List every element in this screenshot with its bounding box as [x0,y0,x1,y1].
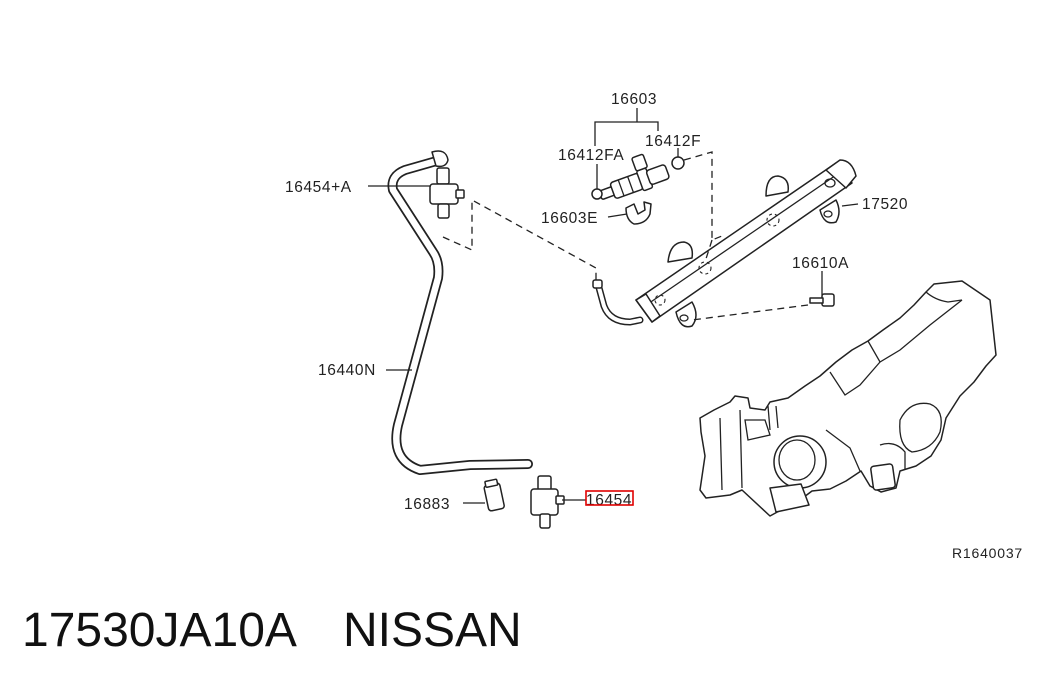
leader-17520 [841,203,859,207]
injector-port-2 [766,213,780,227]
manifold-outline [699,280,997,517]
manifold-boss-lower [879,442,906,470]
manifold-boss-right [899,402,942,453]
label-16883: 16883 [404,496,450,513]
fuel-injector [598,153,670,200]
o-ring-16412f [671,156,685,170]
injector-port-1 [698,261,712,275]
rail-inner-line [641,170,843,309]
valve-top-port [537,475,552,491]
leader-16603 [594,108,659,146]
install-line-bolt [691,304,809,321]
valve-a-bottom-port [437,203,450,219]
intake-manifold [699,280,997,517]
manifold-left-block [719,409,771,491]
label-16610a: 16610A [792,255,849,272]
footer-part-number: 17530JA10A [22,604,297,657]
leader-16603e [607,213,628,218]
label-16454: 16454 [586,492,632,509]
rail-bolt-hole-left [679,314,689,322]
rail-bolt-hole-right [823,210,833,218]
connector-16883 [483,478,505,512]
rail-end-hole [824,178,836,188]
label-17520: 17520 [862,196,908,213]
hose-fill [389,156,532,474]
install-line-injector [683,151,723,241]
rail-inlet-end [635,293,661,323]
footer-brand: NISSAN [343,604,522,657]
hose-elbow-cap [431,150,449,168]
label-16603: 16603 [611,91,657,108]
rail-tab-bottom [675,301,697,328]
bolt-shank [809,297,824,304]
valve-body [530,488,559,516]
rail-end-cap [825,159,857,189]
install-line-port [704,239,713,263]
connector-cap [484,478,499,489]
manifold-ridge-upper [867,299,963,363]
label-16454a: 16454+A [285,179,352,196]
reference-code: R1640037 [952,545,1023,561]
hose-outline [387,155,533,475]
injector-connector [631,153,648,172]
fuel-rail [635,159,857,328]
rail-tab-left [667,241,694,263]
label-16412fa: 16412FA [558,147,624,164]
clip-16603e [625,201,652,225]
label-16412f: 16412F [645,133,701,150]
throttle-flange [769,483,810,513]
label-16603e: 16603E [541,210,598,227]
valve-16454a [429,167,465,219]
valve-bottom-port [539,513,551,529]
rail-tab-mid [765,175,790,197]
manifold-stud [767,405,779,431]
manifold-ridge-top [925,291,963,303]
manifold-ridge-middle [829,361,881,396]
throttle-bore [778,439,816,481]
vapor-tube-fill [596,282,642,325]
manifold-sensor [870,463,896,491]
injector-head [645,164,670,185]
bolt-16610a [809,293,835,307]
valve-16454 [530,475,565,529]
injector-rib [617,176,635,197]
injector-port-3 [654,294,666,306]
bolt-head [821,293,835,307]
valve-a-side-port [455,189,465,199]
valve-a-body [429,183,459,205]
o-ring-16412fa [591,188,603,200]
manifold-lower-edge [825,429,861,472]
vapor-tube-end [592,279,603,289]
label-16440n: 16440N [318,362,376,379]
valve-a-top-port [436,167,450,185]
highlight-box-16454 [585,490,634,506]
